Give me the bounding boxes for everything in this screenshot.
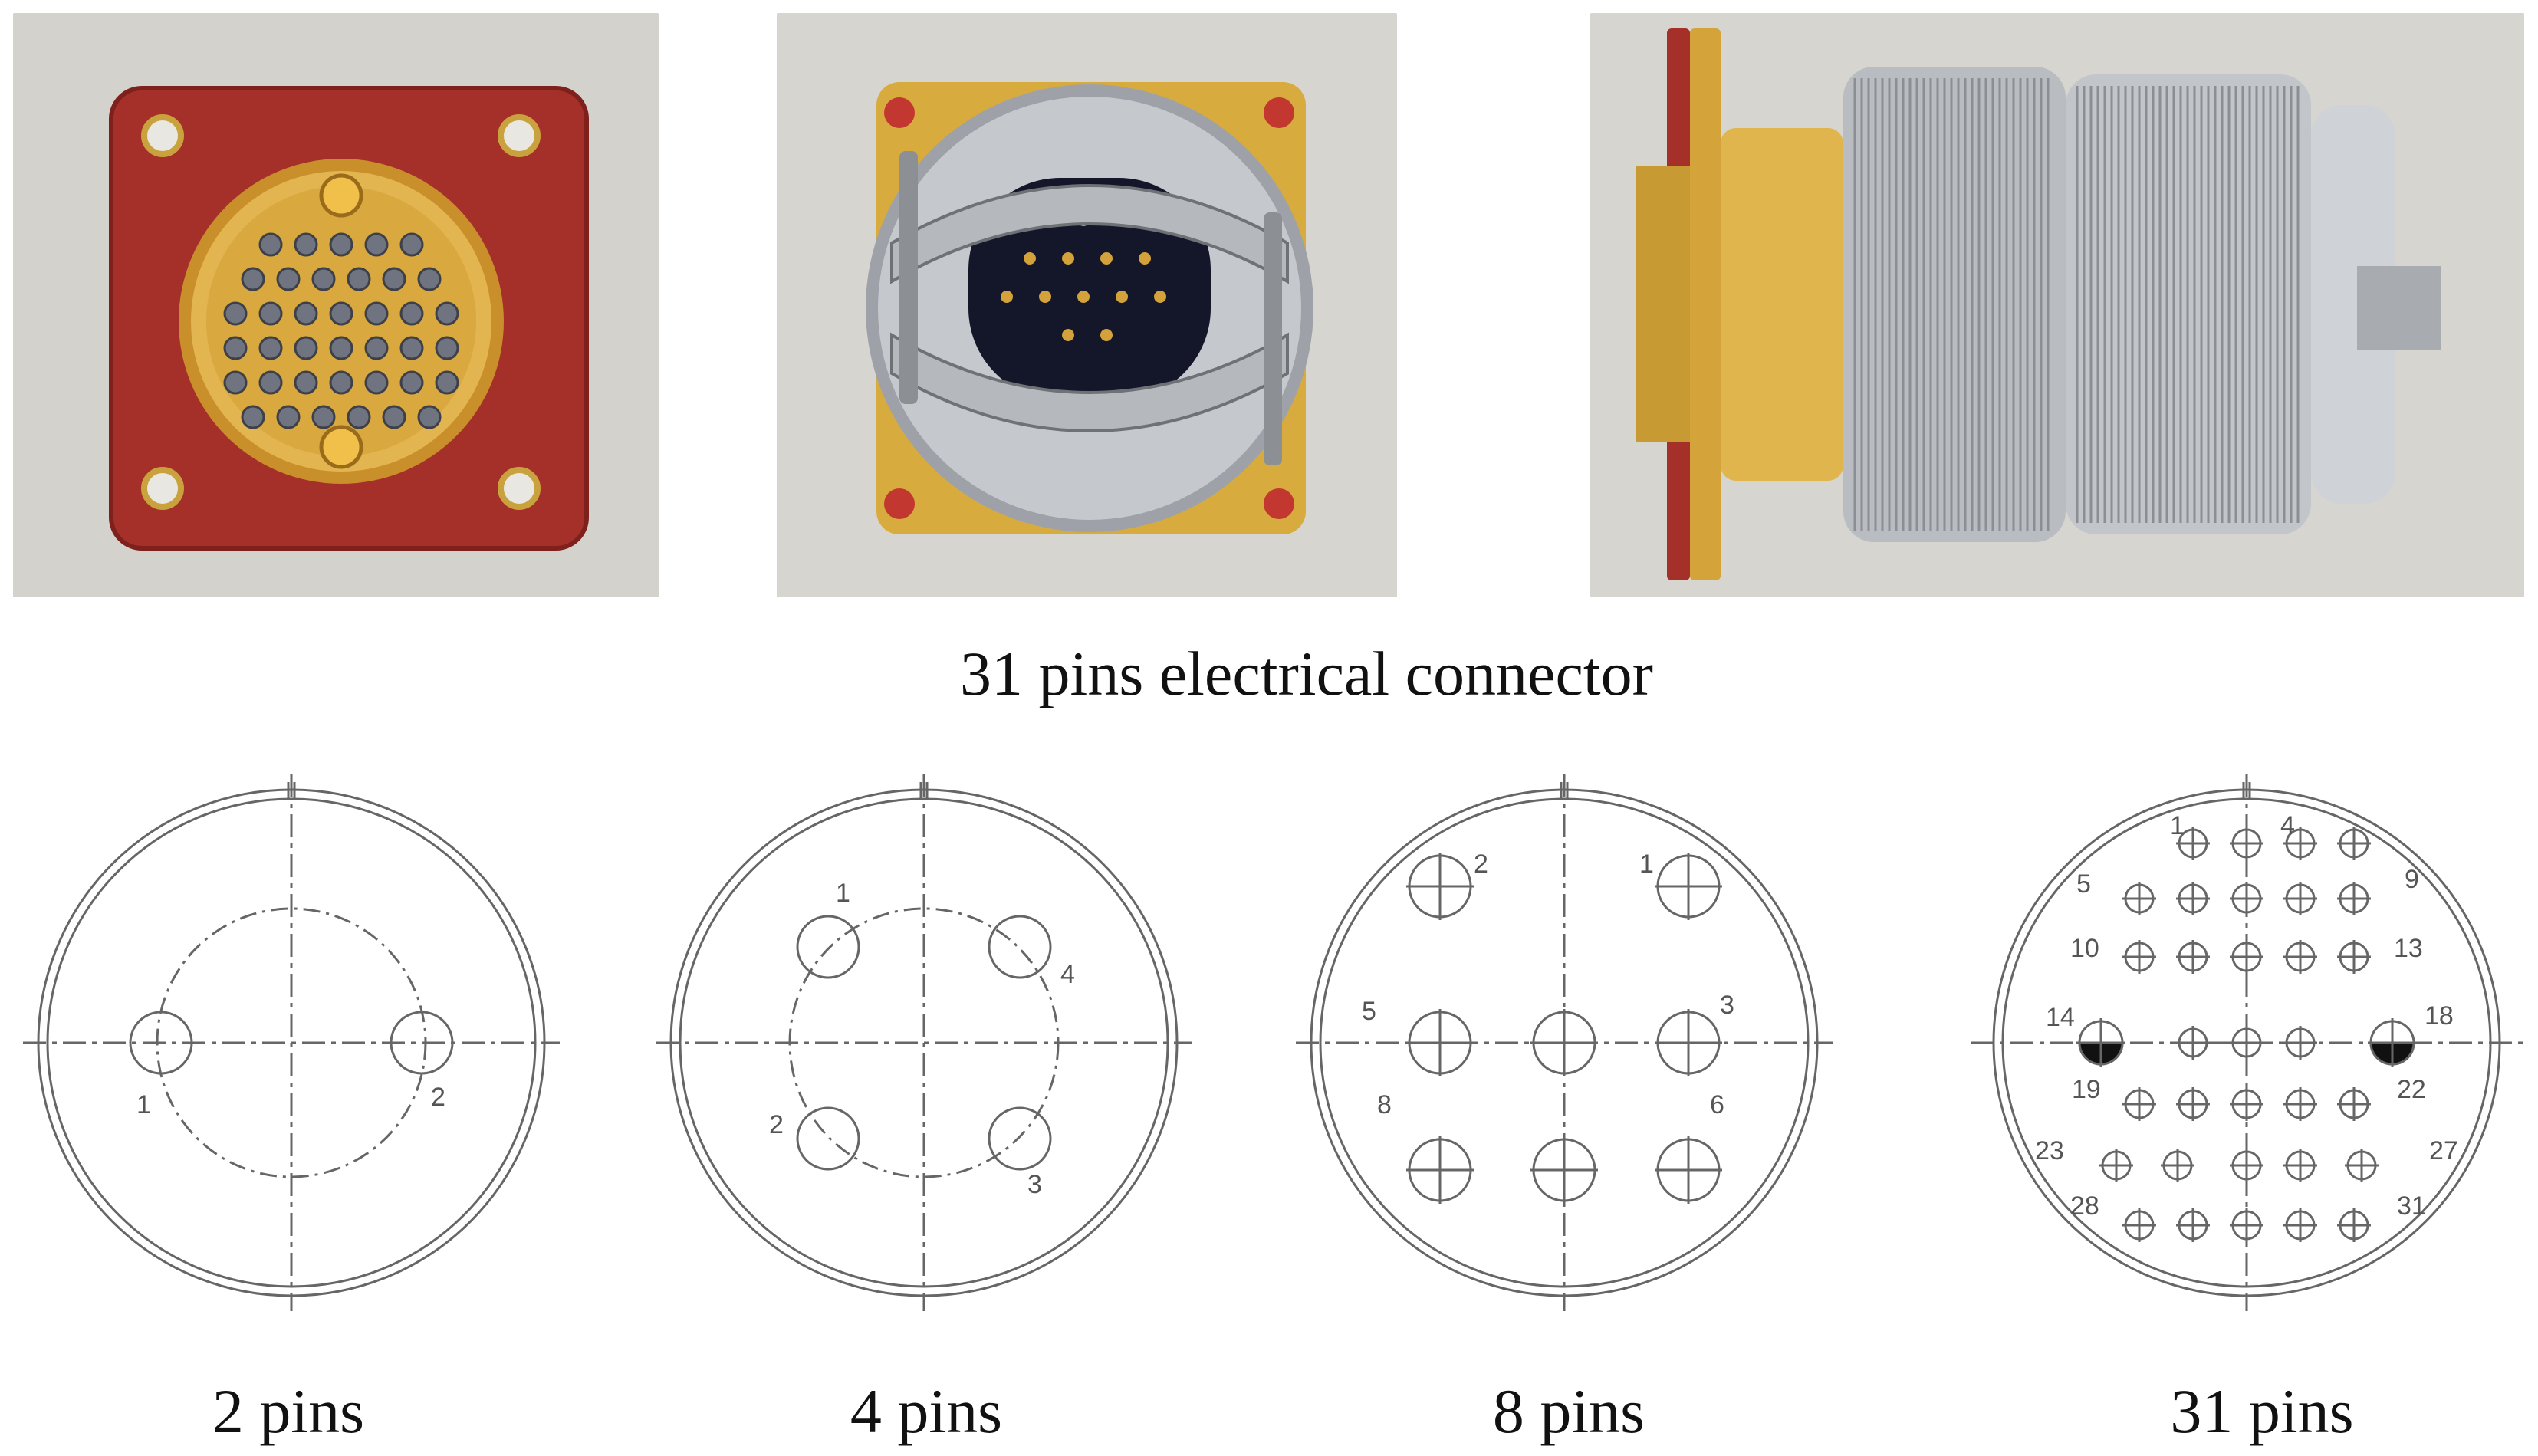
contact-pin bbox=[399, 370, 424, 395]
contact-pin bbox=[347, 267, 371, 291]
pin-number: 4 bbox=[2280, 811, 2295, 840]
pin-number: 27 bbox=[2429, 1136, 2458, 1165]
contact-pin bbox=[258, 232, 283, 257]
contact-pin bbox=[329, 370, 353, 395]
pin-number: 1 bbox=[136, 1090, 151, 1119]
contact-pin bbox=[276, 405, 301, 429]
pin-number: 2 bbox=[431, 1083, 445, 1112]
pin-number: 13 bbox=[2394, 934, 2423, 963]
contact-pin bbox=[276, 267, 301, 291]
connector-front-photo bbox=[13, 13, 659, 597]
contact-pin bbox=[347, 405, 371, 429]
contact-pin bbox=[1154, 291, 1166, 303]
pin-number: 6 bbox=[1710, 1090, 1724, 1119]
pin-number: 19 bbox=[2072, 1075, 2101, 1104]
contact-pin bbox=[311, 267, 336, 291]
contact-pin bbox=[294, 370, 318, 395]
pinout-2-pins-drawing: 1 2 bbox=[23, 774, 560, 1311]
contact-pin bbox=[364, 336, 389, 360]
pin-number: 4 bbox=[1060, 960, 1075, 989]
contact-pin bbox=[223, 336, 248, 360]
contact-pin bbox=[294, 301, 318, 326]
contact-pin bbox=[241, 267, 265, 291]
contact-pin bbox=[294, 232, 318, 257]
pin-number: 2 bbox=[769, 1110, 784, 1139]
contact-pin bbox=[223, 301, 248, 326]
contact-pin bbox=[382, 405, 406, 429]
pin-number: 14 bbox=[2046, 1003, 2075, 1032]
pinout-label: 4 pins bbox=[850, 1376, 1003, 1446]
pin-number: 8 bbox=[1377, 1090, 1392, 1119]
connector-clamp-image bbox=[777, 13, 1397, 597]
contact-pin bbox=[1077, 291, 1090, 303]
contact-pin bbox=[435, 336, 459, 360]
contact-pin bbox=[223, 370, 248, 395]
contact-pin bbox=[1062, 329, 1074, 341]
pin-number: 3 bbox=[1027, 1170, 1042, 1199]
contact-pin bbox=[329, 232, 353, 257]
pinout-label: 8 pins bbox=[1492, 1376, 1645, 1446]
contact-pin bbox=[1062, 252, 1074, 265]
pin-number: 28 bbox=[2070, 1191, 2099, 1221]
pin-number: 5 bbox=[2076, 869, 2091, 899]
pin-number: 18 bbox=[2425, 1001, 2454, 1030]
pinout-label: 31 pins bbox=[2170, 1376, 2354, 1446]
connector-clamp-photo bbox=[777, 13, 1397, 597]
contact-pin bbox=[311, 405, 336, 429]
contact-pin bbox=[364, 301, 389, 326]
pinout-label: 2 pins bbox=[212, 1376, 365, 1446]
pinout-8-pins-drawing: 2 1 5 3 8 6 bbox=[1296, 774, 1833, 1311]
pin-number: 2 bbox=[1474, 850, 1488, 879]
contact-pin bbox=[399, 301, 424, 326]
contact-pin bbox=[1100, 329, 1113, 341]
pinout-8-pins: 2 1 5 3 8 6 bbox=[1281, 759, 1848, 1326]
pinout-4-pins-drawing: 1 2 3 4 bbox=[656, 774, 1192, 1311]
contact-pin bbox=[258, 370, 283, 395]
pin-number: 1 bbox=[836, 879, 850, 908]
connector-side-photo bbox=[1590, 13, 2524, 597]
pinout-31-pins-drawing: 1 4 5 9 10 13 14 18 19 22 23 27 28 31 bbox=[1971, 774, 2523, 1311]
pin-number: 5 bbox=[1362, 997, 1376, 1026]
connector-side-image bbox=[1590, 13, 2524, 597]
contact-pin bbox=[399, 336, 424, 360]
contact-pin bbox=[241, 405, 265, 429]
contact-pin bbox=[329, 301, 353, 326]
pin-number: 9 bbox=[2405, 865, 2419, 894]
contact-pin bbox=[435, 370, 459, 395]
contact-pin bbox=[417, 267, 442, 291]
contact-pin bbox=[294, 336, 318, 360]
pin-number: 31 bbox=[2397, 1191, 2426, 1221]
pin-number: 22 bbox=[2397, 1075, 2426, 1104]
contact-pin bbox=[417, 405, 442, 429]
pinout-2-pins: 1 2 bbox=[8, 759, 575, 1326]
contact-pin bbox=[1100, 252, 1113, 265]
contact-pin bbox=[364, 232, 389, 257]
contact-pin bbox=[382, 267, 406, 291]
contact-pin bbox=[329, 336, 353, 360]
contact-pin bbox=[1039, 291, 1051, 303]
connector-front-image bbox=[13, 13, 659, 597]
pin-number: 3 bbox=[1720, 991, 1734, 1020]
pinout-4-pins: 1 2 3 4 bbox=[640, 759, 1208, 1326]
pin-number: 10 bbox=[2070, 934, 2099, 963]
pinout-31-pins: 1 4 5 9 10 13 14 18 19 22 23 27 28 31 bbox=[1963, 759, 2530, 1326]
contact-pin bbox=[1001, 291, 1013, 303]
pin-number: 1 bbox=[2170, 811, 2185, 840]
contact-pin bbox=[435, 301, 459, 326]
pin-number: 1 bbox=[1639, 850, 1654, 879]
contact-pin bbox=[258, 301, 283, 326]
contact-pin bbox=[1116, 291, 1128, 303]
photo-caption: 31 pins electrical connector bbox=[960, 639, 1653, 708]
contact-pin bbox=[1139, 252, 1151, 265]
contact-pin bbox=[364, 370, 389, 395]
contact-pin bbox=[399, 232, 424, 257]
contact-pin bbox=[258, 336, 283, 360]
pin-number: 23 bbox=[2035, 1136, 2064, 1165]
contact-pin bbox=[1024, 252, 1036, 265]
